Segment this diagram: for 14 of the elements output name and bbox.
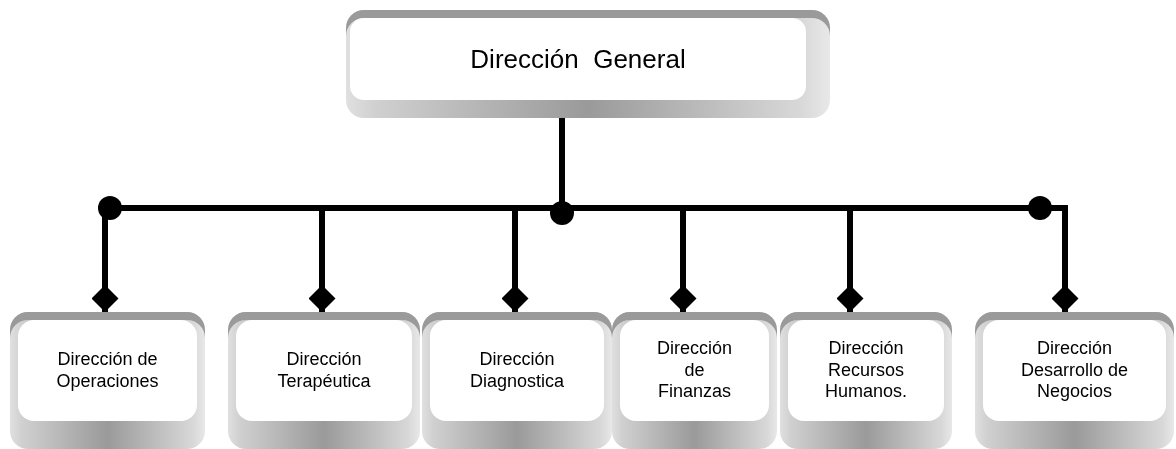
box-label: Dirección Terapéutica xyxy=(277,348,371,393)
key-box xyxy=(422,312,612,449)
key-box xyxy=(975,312,1174,449)
key-box xyxy=(612,312,777,449)
box-label: Dirección Recursos Humanos. xyxy=(825,338,907,403)
key-box xyxy=(780,312,952,449)
key-box xyxy=(228,312,420,449)
box-label: Dirección Desarrollo de Negocios xyxy=(1019,338,1130,403)
box-label: Dirección Diagnostica xyxy=(469,348,564,393)
box-label: Dirección de Operaciones xyxy=(56,348,159,393)
key-box xyxy=(10,312,205,449)
key-box xyxy=(346,10,830,118)
box-label: Dirección de Finanzas xyxy=(657,338,732,403)
box-label: Dirección General xyxy=(470,42,686,76)
